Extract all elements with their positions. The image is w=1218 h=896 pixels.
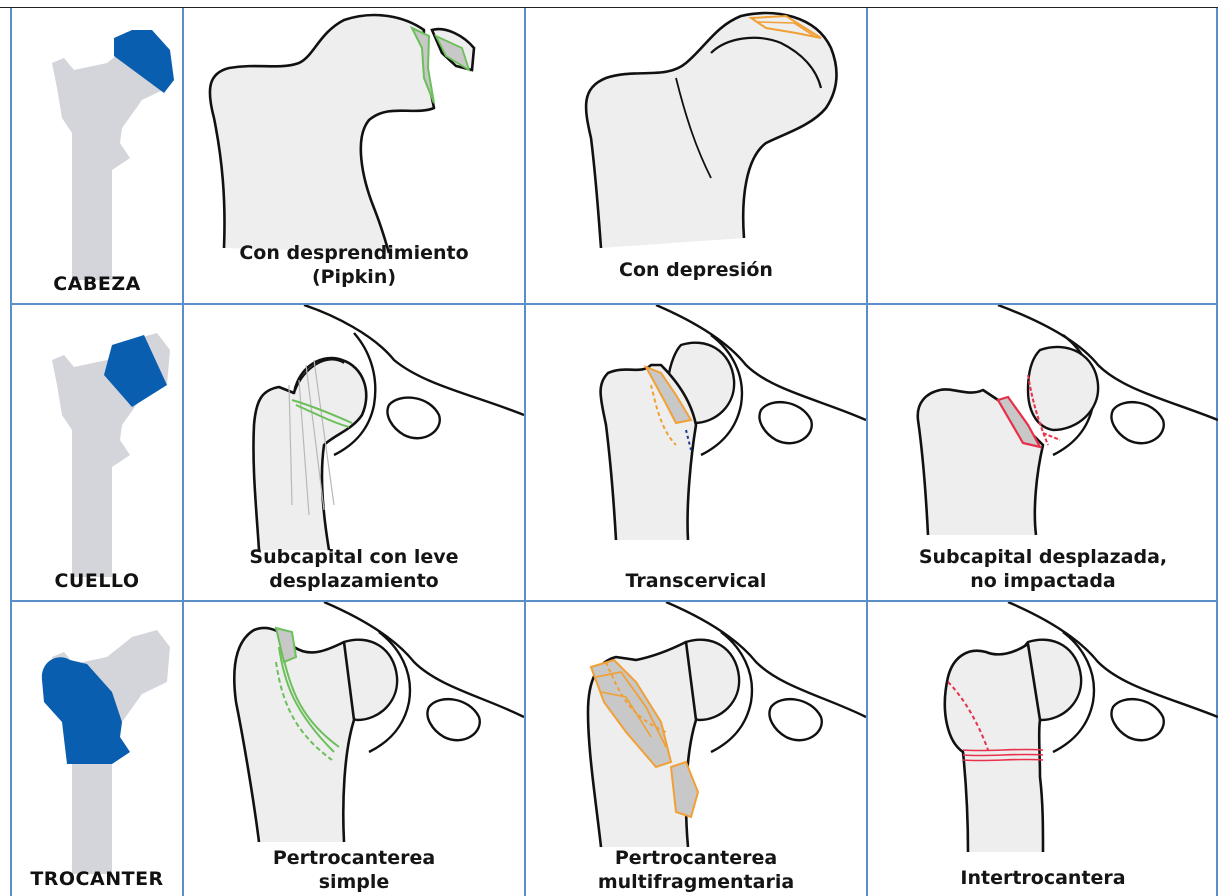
grid-line-v1: [182, 8, 184, 896]
caption-subcapital-leve: Subcapital con leve desplazamiento: [184, 545, 524, 593]
caption-pertrocanterea-multifragmentaria: Pertrocanterea multifragmentaria: [526, 846, 866, 894]
row-icon-cell-cabeza: CABEZA: [12, 8, 182, 303]
diagram-cabeza-desprendimiento: Con desprendimiento (Pipkin): [184, 8, 524, 303]
hip-diagram-intertrocantera: [868, 602, 1218, 896]
top-strip: [0, 0, 1218, 8]
diagram-cabeza-depresion: Con depresión: [526, 8, 866, 303]
caption-pipkin: Con desprendimiento (Pipkin): [184, 241, 524, 289]
caption-transcervical: Transcervical: [526, 569, 866, 593]
row-icon-cell-cuello: CUELLO: [12, 305, 182, 600]
diagram-transcervical: Transcervical: [526, 305, 866, 600]
caption-depresion: Con depresión: [526, 258, 866, 282]
diagram-pertrocanterea-simple: Pertrocanterea simple: [184, 602, 524, 896]
row-label-cabeza: CABEZA: [12, 273, 182, 295]
empty-cell: [868, 8, 1218, 303]
diagram-subcapital-desplazada: Subcapital desplazada, no impactada: [868, 305, 1218, 600]
caption-pertrocanterea-simple: Pertrocanterea simple: [184, 846, 524, 894]
diagram-intertrocantera: Intertrocantera: [868, 602, 1218, 896]
femur-neck-icon: [12, 305, 182, 600]
caption-subcapital-desplazada: Subcapital desplazada, no impactada: [868, 545, 1218, 593]
diagram-subcapital-leve: Subcapital con leve desplazamiento: [184, 305, 524, 600]
hip-diagram-transcervical: [526, 305, 866, 600]
femur-head-icon: [12, 8, 182, 303]
grid-line-h1: [12, 303, 1218, 305]
diagram-pertrocanterea-multifragmentaria: Pertrocanterea multifragmentaria: [526, 602, 866, 896]
grid-line-h2: [12, 600, 1218, 602]
grid-line-v3: [866, 8, 868, 896]
grid-line-v2: [524, 8, 526, 896]
row-icon-cell-trocanter: TROCANTER: [12, 602, 182, 896]
fracture-classification-grid: CABEZA Con desprendimiento (Pipkin) Con …: [10, 8, 1218, 896]
femur-trochanter-icon: [12, 602, 182, 896]
caption-intertrocantera: Intertrocantera: [868, 866, 1218, 890]
row-label-trocanter: TROCANTER: [12, 868, 182, 890]
row-label-cuello: CUELLO: [12, 570, 182, 592]
